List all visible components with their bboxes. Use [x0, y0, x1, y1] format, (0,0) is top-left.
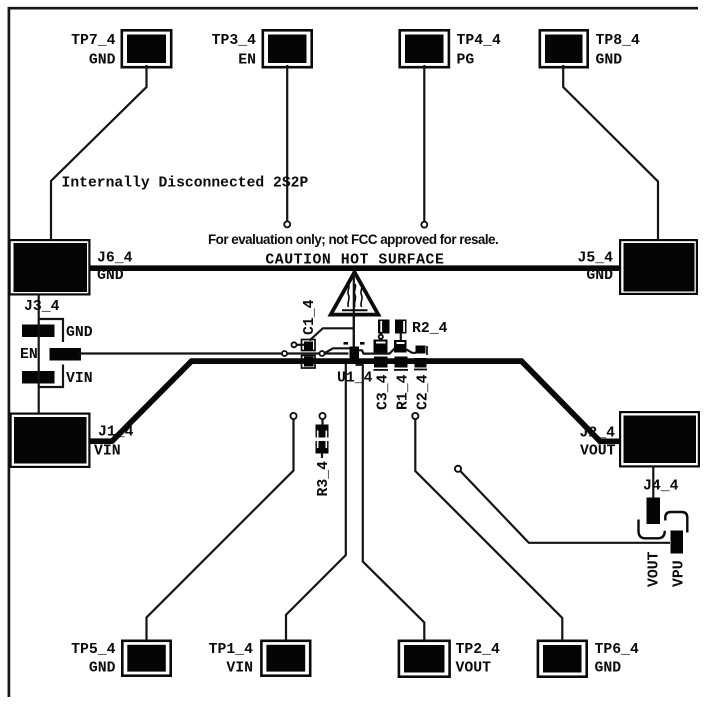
- svg-text:EN: EN: [238, 52, 256, 68]
- svg-text:C2_4: C2_4: [415, 374, 431, 410]
- svg-text:TP5_4: TP5_4: [71, 642, 116, 658]
- svg-text:GND: GND: [89, 661, 116, 677]
- svg-text:J6_4: J6_4: [97, 251, 133, 267]
- svg-text:J3_4: J3_4: [24, 299, 60, 315]
- svg-text:J1_4: J1_4: [98, 425, 134, 441]
- svg-text:J4_4: J4_4: [643, 479, 679, 495]
- svg-text:VOUT: VOUT: [580, 444, 616, 460]
- svg-text:TP1_4: TP1_4: [209, 642, 254, 658]
- svg-text:VIN: VIN: [66, 371, 93, 387]
- svg-text:EN: EN: [20, 347, 38, 363]
- svg-text:R1_4: R1_4: [396, 374, 412, 410]
- svg-text:CAUTION HOT SURFACE: CAUTION HOT SURFACE: [265, 253, 444, 269]
- svg-text:C3_4: C3_4: [376, 374, 392, 410]
- svg-text:TP3_4: TP3_4: [212, 33, 257, 49]
- svg-text:C1_4: C1_4: [302, 299, 318, 335]
- svg-text:R2_4: R2_4: [412, 321, 448, 337]
- svg-text:J5_4: J5_4: [577, 251, 613, 267]
- svg-text:VIN: VIN: [226, 661, 253, 677]
- svg-text:VPU: VPU: [672, 560, 688, 587]
- svg-text:GND: GND: [596, 52, 623, 68]
- svg-text:GND: GND: [97, 268, 124, 284]
- svg-text:J2_4: J2_4: [579, 426, 615, 442]
- svg-text:For evaluation only; not FCC a: For evaluation only; not FCC approved fo…: [208, 232, 498, 247]
- svg-text:VOUT: VOUT: [456, 661, 492, 677]
- svg-text:GND: GND: [66, 325, 93, 341]
- svg-text:VOUT: VOUT: [647, 551, 663, 587]
- svg-text:GND: GND: [586, 268, 613, 284]
- svg-text:U1_4: U1_4: [337, 371, 373, 387]
- svg-text:R3_4: R3_4: [316, 461, 332, 497]
- svg-text:TP4_4: TP4_4: [457, 33, 502, 49]
- svg-text:TP2_4: TP2_4: [456, 642, 501, 658]
- svg-text:Internally Disconnected 2S2P: Internally Disconnected 2S2P: [62, 175, 309, 191]
- svg-text:TP7_4: TP7_4: [71, 33, 116, 49]
- svg-text:PG: PG: [457, 52, 475, 68]
- svg-text:VIN: VIN: [94, 444, 121, 460]
- svg-text:GND: GND: [595, 661, 622, 677]
- svg-text:GND: GND: [89, 52, 116, 68]
- svg-text:TP8_4: TP8_4: [596, 33, 641, 49]
- svg-text:TP6_4: TP6_4: [595, 642, 640, 658]
